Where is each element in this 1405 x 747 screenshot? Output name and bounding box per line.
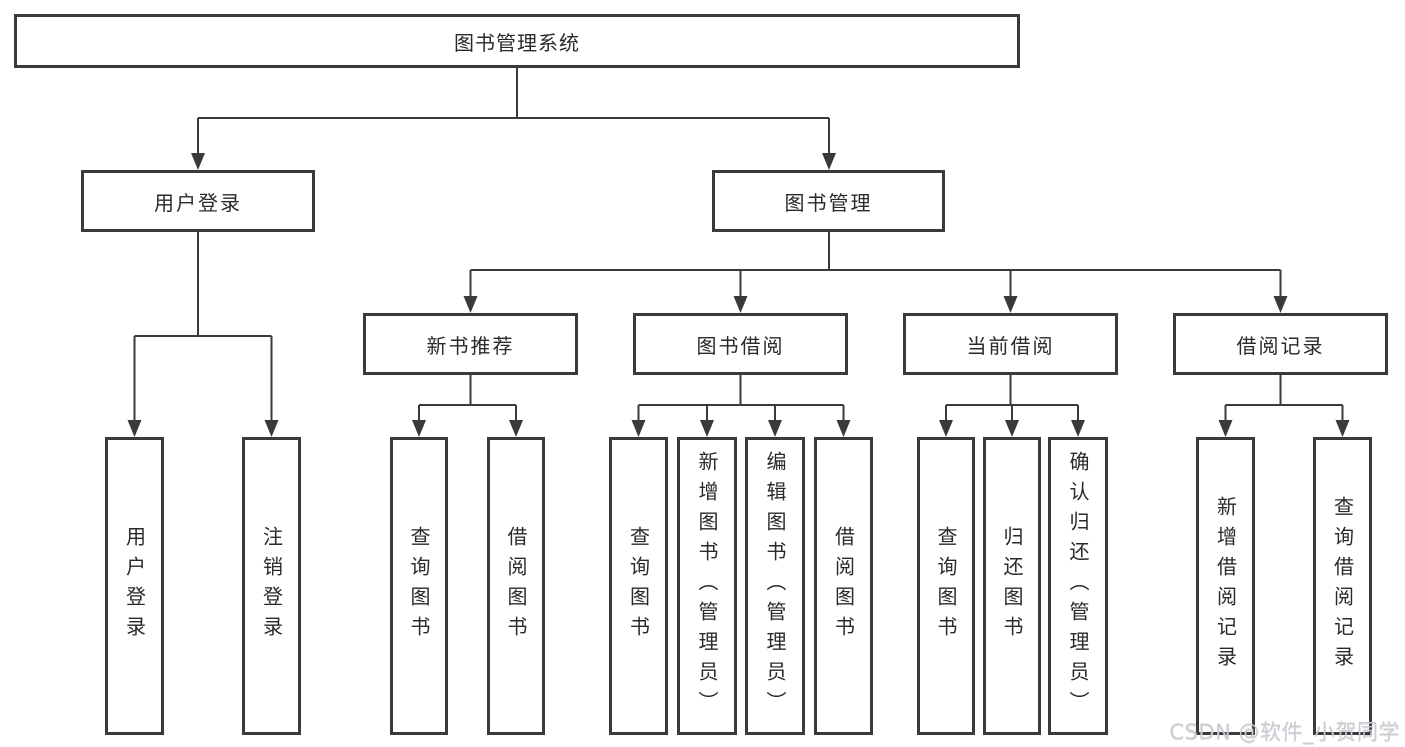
node-label: 图书管理系统 — [454, 30, 580, 55]
node-label: 新增图书（管理员） — [695, 451, 719, 721]
node-label: 用户登录 — [154, 190, 242, 215]
leaf-query-borrow-record: 查询借阅记录 — [1313, 437, 1372, 735]
leaf-borrow-books-1: 借阅图书 — [487, 437, 545, 735]
node-label: 借阅图书 — [504, 526, 528, 646]
node-label: 编辑图书（管理员） — [763, 451, 787, 721]
leaf-query-books-2: 查询图书 — [609, 437, 668, 735]
connector-paths — [133, 68, 1344, 422]
node-label: 归还图书 — [1000, 526, 1024, 646]
leaf-edit-books-admin: 编辑图书（管理员） — [745, 437, 805, 735]
arrowheads — [127, 153, 1350, 437]
node-library-management-system: 图书管理系统 — [14, 14, 1020, 68]
node-label: 查询图书 — [934, 526, 958, 646]
leaf-borrow-books-2: 借阅图书 — [814, 437, 873, 735]
node-label: 用户登录 — [122, 526, 147, 646]
node-label: 查询借阅记录 — [1330, 496, 1355, 676]
node-current-borrow: 当前借阅 — [903, 313, 1118, 375]
node-label: 借阅图书 — [831, 526, 856, 646]
node-label: 查询图书 — [407, 526, 431, 646]
node-new-book-recommend: 新书推荐 — [363, 313, 578, 375]
node-label: 查询图书 — [626, 526, 651, 646]
leaf-logout: 注销登录 — [242, 437, 301, 735]
leaf-add-borrow-record: 新增借阅记录 — [1196, 437, 1255, 735]
csdn-watermark: CSDN @软件_小贺同学 — [1169, 720, 1400, 744]
node-label: 新增借阅记录 — [1213, 496, 1238, 676]
node-label: 图书借阅 — [696, 333, 785, 358]
node-user-login-branch: 用户登录 — [81, 170, 315, 232]
node-label: 借阅记录 — [1236, 333, 1325, 358]
leaf-query-books-1: 查询图书 — [390, 437, 448, 735]
node-label: 新书推荐 — [426, 333, 515, 358]
leaf-return-books: 归还图书 — [983, 437, 1041, 735]
leaf-confirm-return-admin: 确认归还（管理员） — [1048, 437, 1108, 735]
node-label: 确认归还（管理员） — [1066, 451, 1090, 721]
node-borrow-records: 借阅记录 — [1173, 313, 1388, 375]
node-label: 注销登录 — [259, 526, 284, 646]
node-label: 当前借阅 — [966, 333, 1055, 358]
node-book-borrow: 图书借阅 — [633, 313, 848, 375]
leaf-query-books-3: 查询图书 — [917, 437, 975, 735]
node-book-management-branch: 图书管理 — [712, 170, 945, 232]
node-label: 图书管理 — [784, 190, 873, 215]
leaf-add-books-admin: 新增图书（管理员） — [677, 437, 737, 735]
leaf-user-login: 用户登录 — [105, 437, 164, 735]
